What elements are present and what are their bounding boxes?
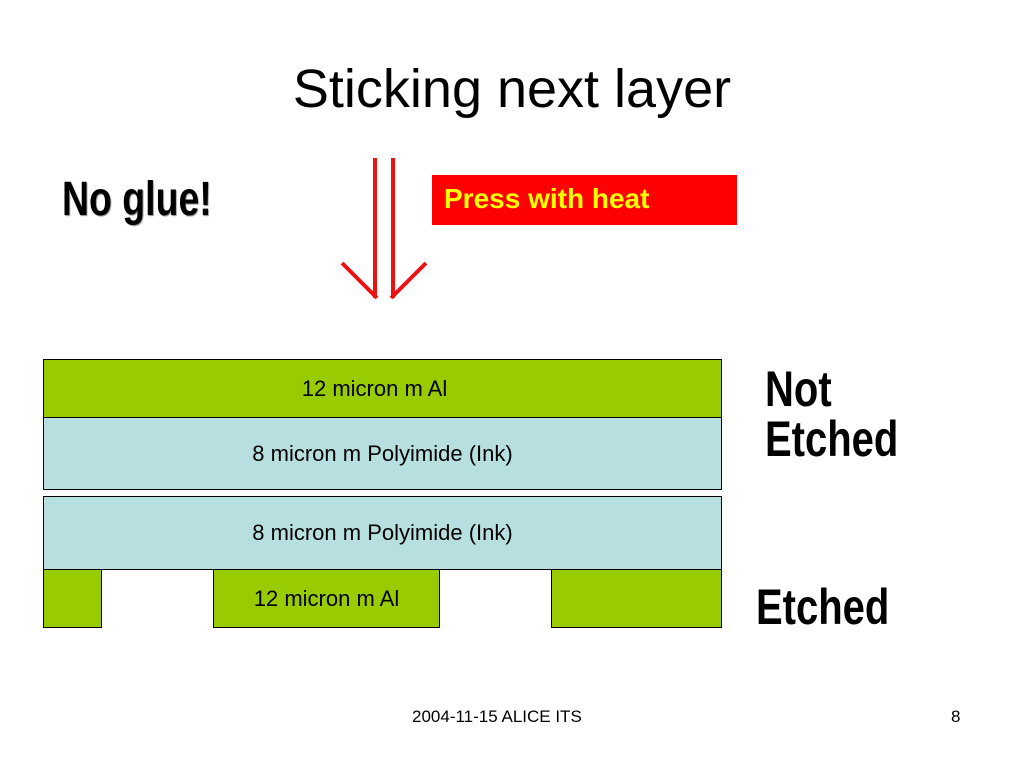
etched-aluminium-segment-right [551,569,722,628]
top-aluminium-label: 12 micron m Al [301,375,448,401]
etched-aluminium-segment-middle: 12 micron m Al [213,569,440,628]
bottom-polyimide-label: 8 micron m Polyimide (Ink) [252,520,513,545]
slide-title: Sticking next layer [292,59,732,119]
etched-label: Etched [756,579,890,635]
bottom-polyimide-layer: 8 micron m Polyimide (Ink) [43,496,722,570]
not-etched-label: Not Etched [765,361,899,467]
no-glue-label: No glue! [62,173,212,226]
bottom-aluminium-label: 12 micron m Al [253,585,400,611]
top-aluminium-layer: 12 micron m Al [43,359,722,418]
footer-text: 2004-11-15 ALICE ITS [412,707,582,726]
press-with-heat-box: Press with heat [432,175,737,225]
press-down-arrow-icon [340,158,428,300]
top-polyimide-layer: 8 micron m Polyimide (Ink) [43,417,722,490]
page-number: 8 [951,707,961,726]
top-polyimide-label: 8 micron m Polyimide (Ink) [252,440,513,466]
etched-aluminium-segment-left [43,569,102,628]
